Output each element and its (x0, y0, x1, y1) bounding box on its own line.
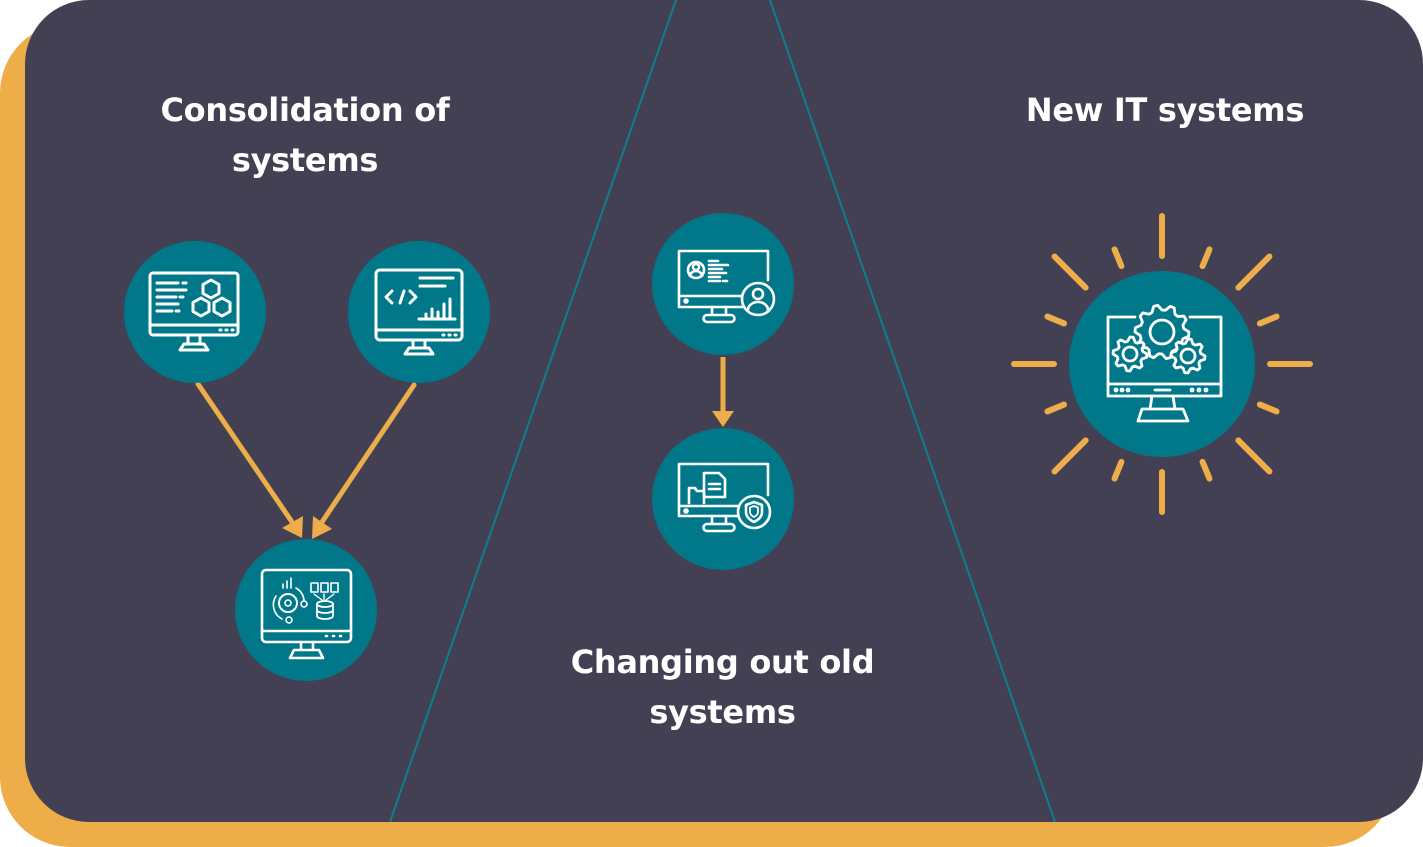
divider-line-right (769, 0, 1056, 822)
burst-ray (1256, 313, 1280, 327)
burst-ray (1044, 313, 1068, 327)
node-monitor-user-profile (652, 213, 794, 355)
monitor-files-shield-icon (677, 462, 772, 533)
node-monitor-files-shield (652, 428, 794, 570)
node-monitor-code-chart (348, 241, 490, 383)
gear-hub (1121, 345, 1139, 363)
monitor-code-hexagons-icon (148, 271, 240, 352)
section-title-consolidation: Consolidation of systems (130, 85, 480, 185)
burst-ray (1235, 253, 1273, 291)
title-line: systems (231, 141, 379, 179)
gear-outline (1169, 337, 1207, 375)
section-title-changing-out: Changing out old systems (540, 637, 905, 737)
burst-ray (1044, 401, 1068, 415)
gear-hub (1148, 318, 1176, 346)
merge-arrow-right (312, 382, 417, 539)
title-line: systems (649, 693, 796, 731)
monitor-gear-database-icon (260, 568, 353, 660)
gear-left (1111, 335, 1149, 373)
node-monitor-gear-database (235, 539, 377, 681)
burst-ray (1111, 246, 1125, 270)
burst-ray (1235, 437, 1273, 475)
gear-right (1169, 337, 1207, 375)
burst-ray (1199, 246, 1213, 270)
burst-rays (1011, 213, 1313, 515)
replace-arrow (712, 357, 734, 427)
merge-arrow-left (195, 381, 303, 538)
monitor-gears-icon (1106, 303, 1223, 423)
divider-line-left (389, 0, 677, 822)
node-monitor-code-hexagons (124, 241, 266, 383)
burst-ray (1256, 401, 1280, 415)
burst-ray (1051, 253, 1089, 291)
title-line: Changing out old (570, 643, 875, 681)
gear-outline (1111, 335, 1149, 373)
gear-hub (1179, 347, 1197, 365)
burst-ray (1111, 458, 1125, 482)
title-line: New IT systems (1025, 91, 1305, 129)
monitor-user-profile-icon (677, 249, 776, 324)
section-title-new-it: New IT systems (1000, 85, 1330, 135)
burst-ray (1051, 437, 1089, 475)
title-line: Consolidation of (160, 91, 450, 129)
burst-ray (1199, 458, 1213, 482)
node-monitor-gears (1069, 271, 1255, 457)
monitor-code-chart-icon (374, 268, 464, 356)
